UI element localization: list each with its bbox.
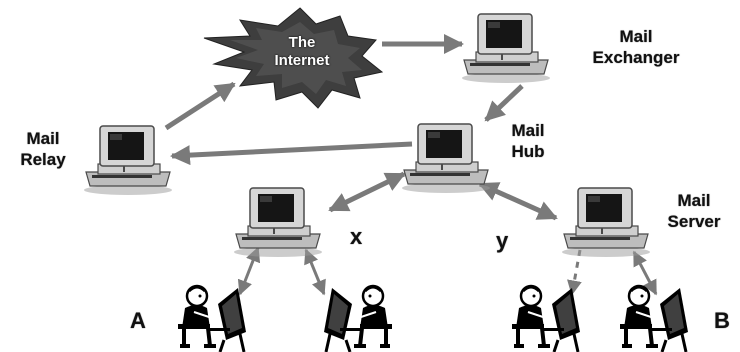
user-b-figure (618, 284, 690, 352)
mail-hub-label-line1: Mail (511, 121, 545, 140)
internet-label-line2: Internet (274, 52, 330, 69)
internet-label-line1: The (288, 34, 316, 51)
host-y-label: y (496, 228, 509, 253)
user-b-label: B (714, 308, 730, 333)
mail-exchanger-label: Mail Exchanger (568, 26, 704, 68)
mail-server-label-line1: Mail (677, 191, 711, 210)
mail-relay-label-line1: Mail (26, 129, 60, 148)
link-hub-y (478, 181, 558, 221)
host-x-label: x (350, 224, 363, 249)
mail-hub-label-line2: Hub (511, 142, 545, 161)
internet-label: The Internet (262, 34, 342, 70)
mail-hub-label: Mail Hub (488, 120, 568, 162)
link-hub-x (328, 171, 406, 213)
link-y-b (567, 249, 582, 296)
host-x-computer (233, 187, 323, 258)
mail-exchanger-computer (461, 13, 551, 84)
link-exchanger-hub (484, 84, 524, 122)
mail-relay-label: Mail Relay (2, 128, 84, 170)
mail-exchanger-label-line2: Exchanger (592, 48, 680, 67)
user-a2-figure (322, 284, 394, 352)
mail-relay-label-line2: Relay (20, 150, 66, 169)
mail-server-computer (561, 187, 651, 258)
link-x-a2 (304, 248, 326, 296)
user-a-figure (176, 284, 248, 352)
mail-relay-computer (83, 125, 173, 196)
mail-server-label: Mail Server (652, 190, 736, 232)
mail-exchanger-label-line1: Mail (619, 27, 653, 46)
link-relay-internet (164, 81, 236, 131)
link-hub-relay (170, 141, 413, 166)
link-y-b2 (632, 250, 658, 296)
user-b2-figure (510, 284, 582, 352)
mail-server-label-line2: Server (667, 212, 721, 231)
mail-hub-computer (401, 123, 491, 194)
user-a-label: A (130, 308, 146, 333)
